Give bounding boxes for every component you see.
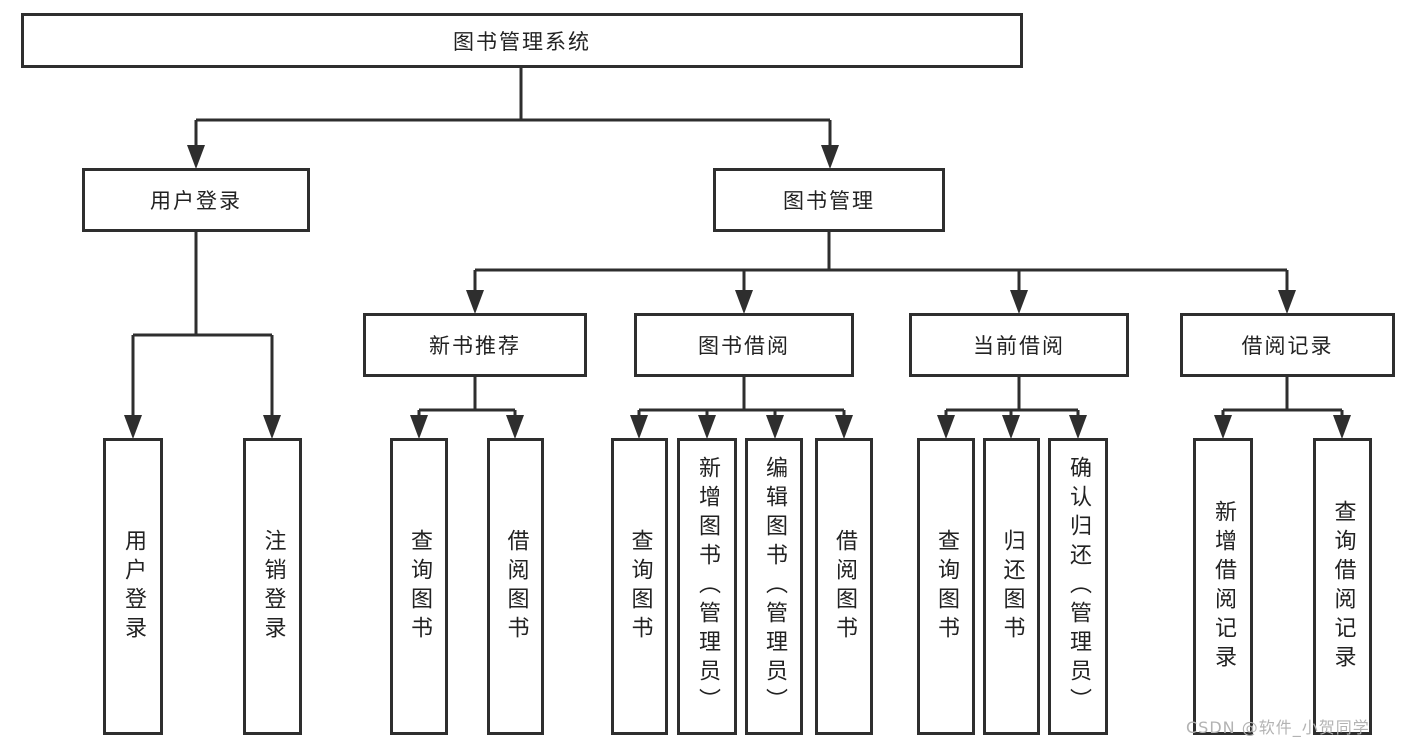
arrowhead [937,415,955,439]
node-current-borrow: 当前借阅 [909,313,1129,377]
node-root-library-system: 图书管理系统 [21,13,1023,68]
arrowhead [821,145,839,169]
arrowhead [1002,415,1020,439]
arrowhead [698,415,716,439]
leaf-logout: 注销登录 [243,438,302,735]
connector-userlogin-to-leaves [131,232,274,418]
arrowhead [1333,415,1351,439]
connector-root-to-level2 [194,68,832,148]
arrowhead [1069,415,1087,439]
watermark-text: CSDN @软件_小贺同学 [1186,718,1370,737]
connector-bookmgmt-to-level3 [473,232,1289,292]
arrowhead [506,415,524,439]
arrowhead [124,415,142,439]
node-book-borrow: 图书借阅 [634,313,854,377]
arrowhead [835,415,853,439]
arrowhead [1010,290,1028,314]
leaf-borrow-books-borrow: 借阅图书 [815,438,873,735]
arrowhead [1214,415,1232,439]
leaf-user-login: 用户登录 [103,438,163,735]
node-borrow-records: 借阅记录 [1180,313,1395,377]
leaf-query-books-recommend: 查询图书 [390,438,448,735]
arrowhead [766,415,784,439]
arrowhead [263,415,281,439]
arrowhead [187,145,205,169]
connector-borrowrecords-to-leaves [1221,377,1344,418]
arrowhead [735,290,753,314]
arrowhead [630,415,648,439]
leaf-return-book: 归还图书 [983,438,1040,735]
leaf-borrow-books-recommend: 借阅图书 [487,438,544,735]
leaf-query-borrow-record: 查询借阅记录 [1313,438,1372,735]
leaf-add-book-admin: 新增图书（管理员） [677,438,737,735]
arrowhead [1278,290,1296,314]
leaf-confirm-return-admin: 确认归还（管理员） [1048,438,1108,735]
arrowhead [410,415,428,439]
leaf-add-borrow-record: 新增借阅记录 [1193,438,1253,735]
node-new-book-recommend: 新书推荐 [363,313,587,377]
leaf-query-books-current: 查询图书 [917,438,975,735]
leaf-edit-book-admin: 编辑图书（管理员） [745,438,803,735]
arrowhead [466,290,484,314]
leaf-query-books-borrow: 查询图书 [611,438,668,735]
node-book-management: 图书管理 [713,168,945,232]
connector-currentborrow-to-leaves [944,377,1080,418]
node-user-login: 用户登录 [82,168,310,232]
connector-bookborrow-to-leaves [637,377,846,418]
connector-newbook-to-leaves [417,377,517,418]
